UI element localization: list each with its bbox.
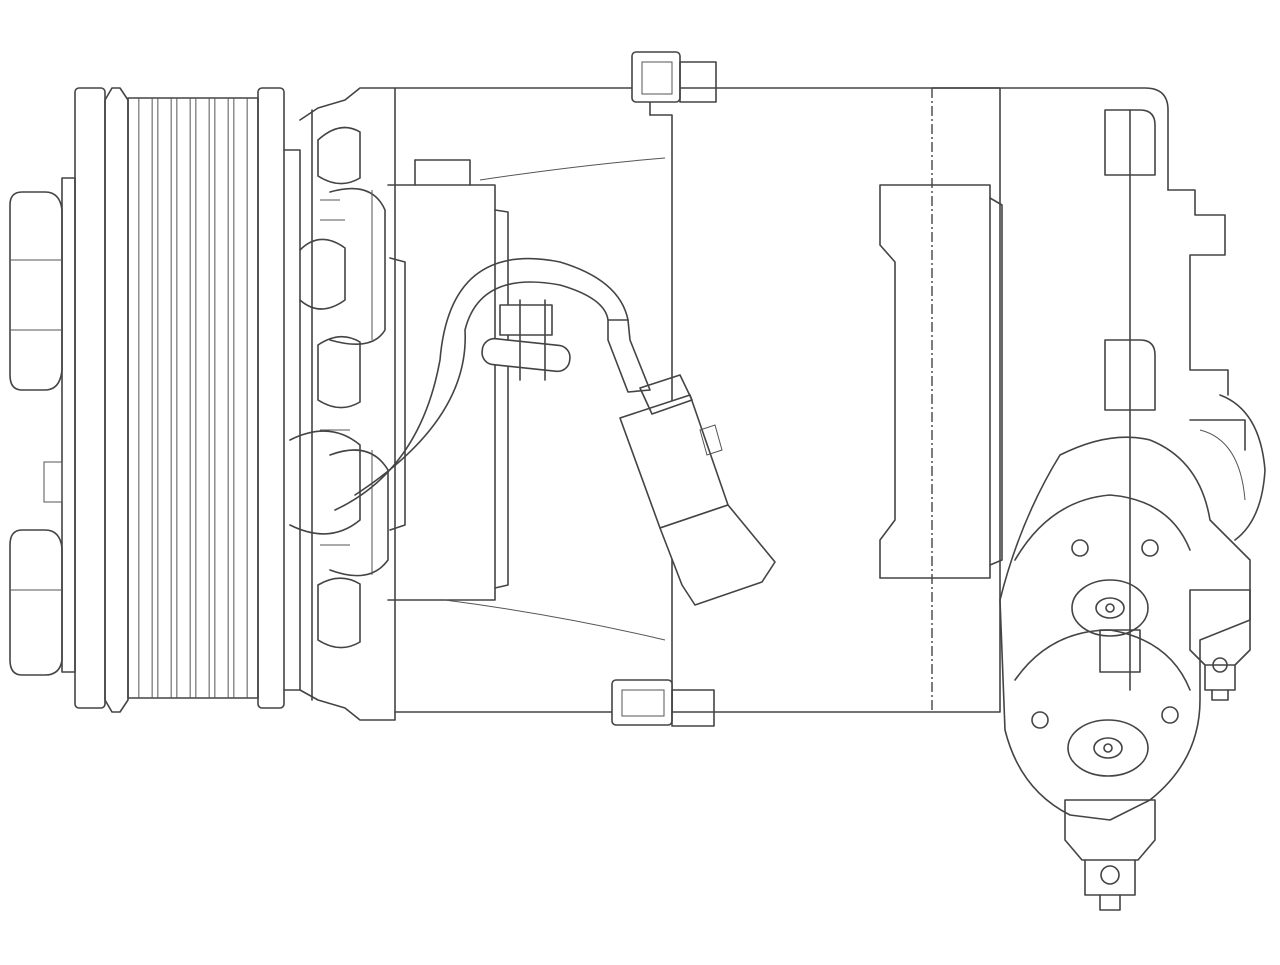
side-bracket (387, 157, 666, 641)
service-fittings (999, 436, 1251, 911)
pulley-grooves (138, 98, 248, 698)
rear-housing (931, 87, 1266, 691)
pulley (74, 87, 285, 713)
clutch-hub (9, 177, 76, 676)
front-head (283, 87, 396, 721)
wire-harness (334, 257, 651, 511)
main-housing (394, 51, 1001, 727)
rear-pad (879, 184, 1003, 579)
electrical-connector (619, 374, 776, 606)
